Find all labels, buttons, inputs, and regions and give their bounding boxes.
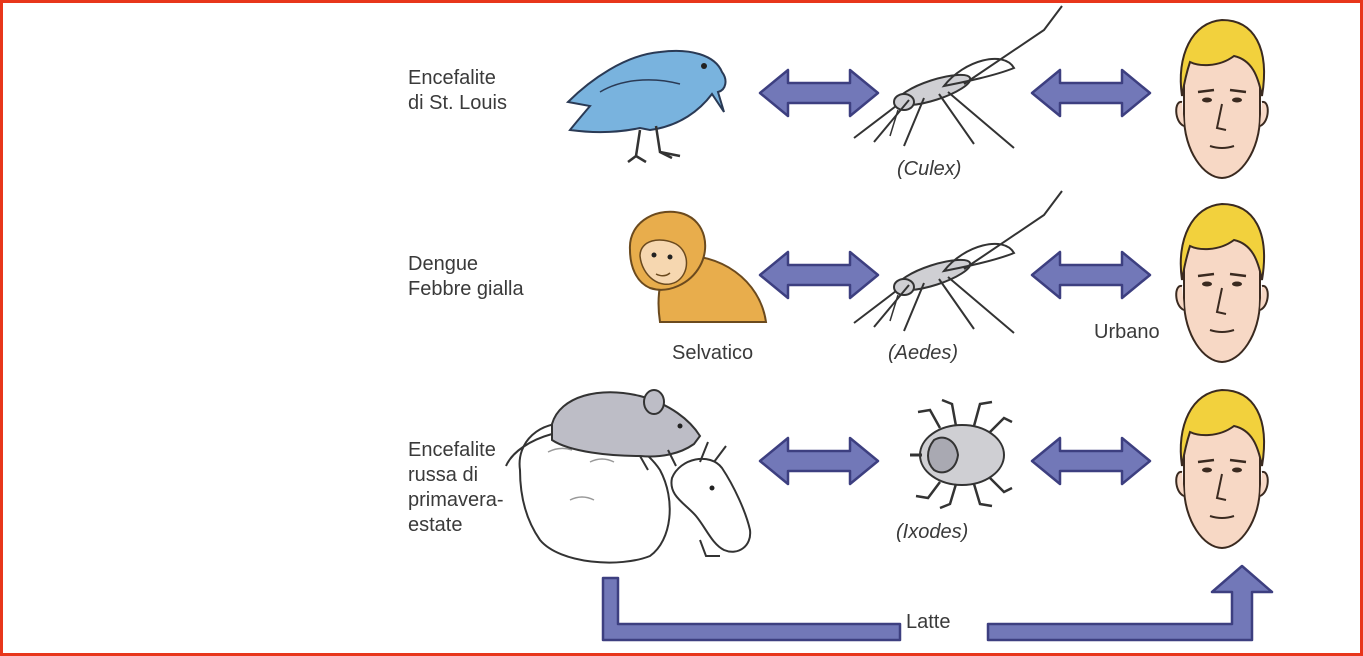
bird-icon	[568, 51, 725, 162]
milk-arrow-left-segment	[603, 578, 900, 640]
bidirectional-arrow-vector-human-3	[1032, 438, 1150, 484]
goat-icon	[671, 442, 750, 556]
human-face-icon	[1176, 390, 1268, 548]
monkey-icon	[630, 212, 766, 322]
bidirectional-arrow-host-vector-2	[760, 252, 878, 298]
human-face-icon	[1176, 204, 1268, 362]
mosquito-icon	[854, 6, 1062, 148]
tick-icon	[910, 400, 1012, 508]
mosquito-icon	[854, 191, 1062, 333]
bidirectional-arrow-vector-human-2	[1032, 252, 1150, 298]
human-face-icon	[1176, 20, 1268, 178]
bidirectional-arrow-host-vector-3	[760, 438, 878, 484]
bidirectional-arrow-host-vector-1	[760, 70, 878, 116]
bidirectional-arrow-vector-human-1	[1032, 70, 1150, 116]
milk-arrow-right-segment	[988, 566, 1272, 640]
